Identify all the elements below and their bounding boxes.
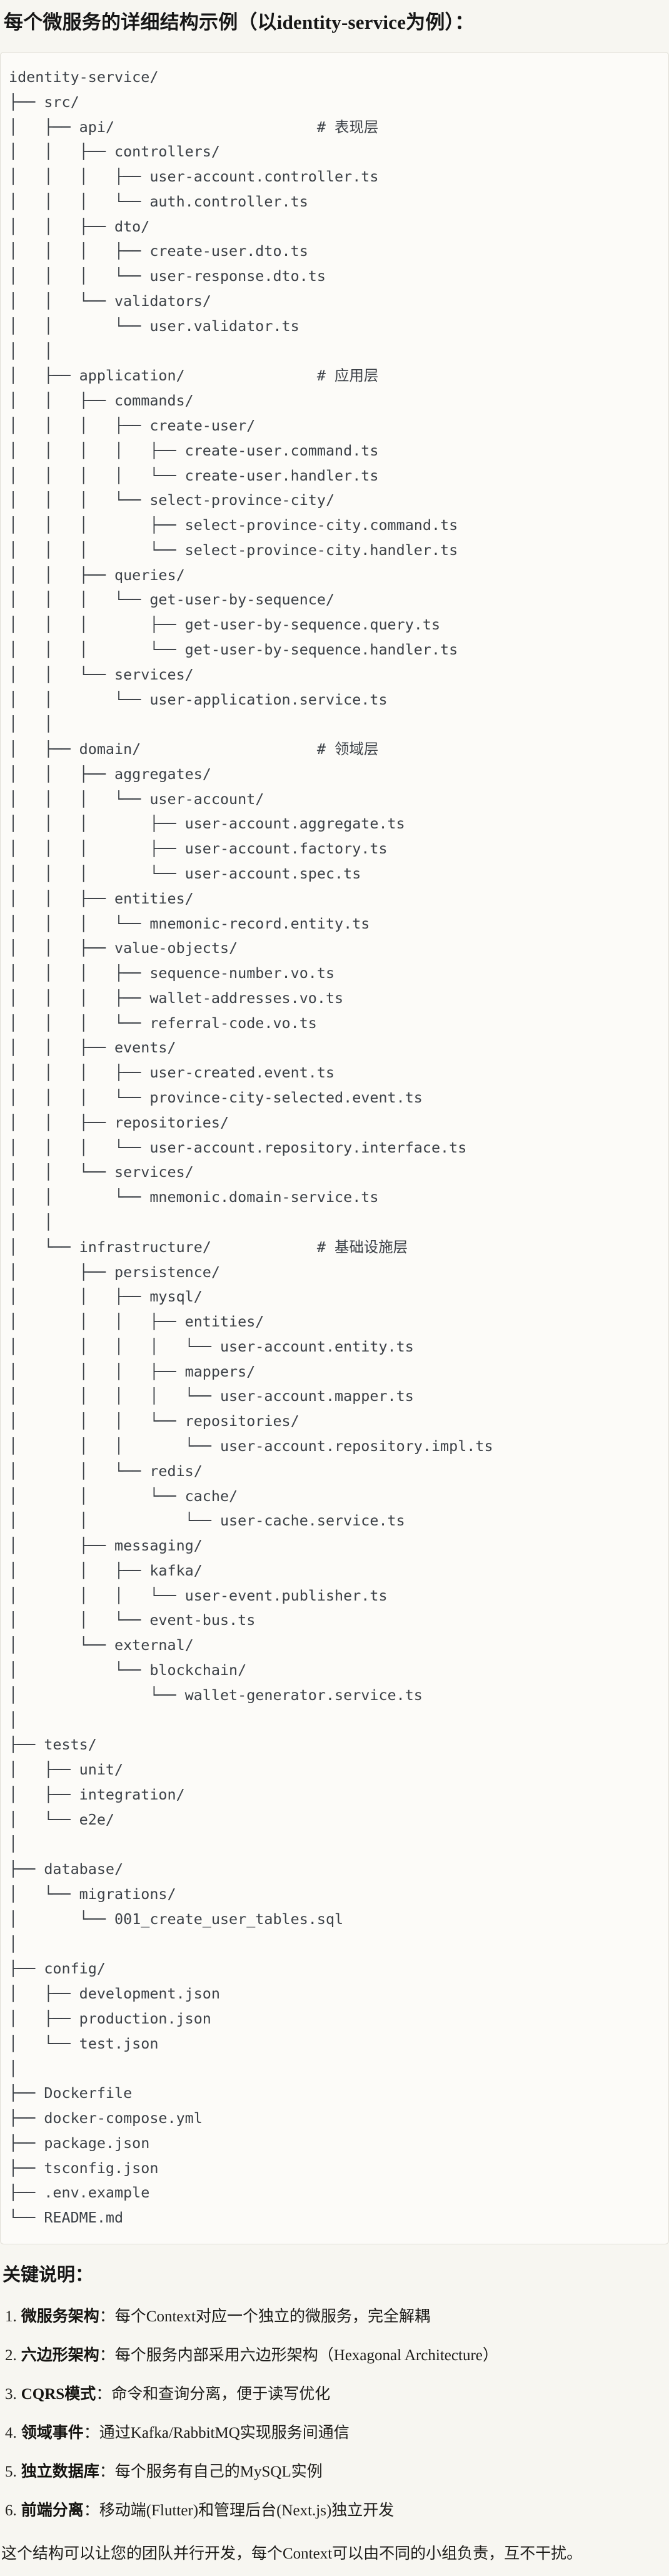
note-colon: ： <box>96 2385 112 2403</box>
note-number: 5. <box>5 2463 17 2480</box>
note-number: 4. <box>5 2424 17 2441</box>
note-item-independent-db: 5.独立数据库：每个服务有自己的MySQL实例 <box>0 2461 669 2483</box>
note-colon: ： <box>99 2308 115 2325</box>
note-colon: ： <box>83 2424 99 2441</box>
note-number: 3. <box>5 2385 17 2403</box>
note-term: 微服务架构 <box>21 2308 99 2325</box>
note-text: 每个服务有自己的MySQL实例 <box>114 2463 323 2480</box>
note-term: 前端分离 <box>21 2502 84 2519</box>
note-item-cqrs: 3.CQRS模式：命令和查询分离，便于读写优化 <box>0 2383 669 2405</box>
page-title: 每个微服务的详细结构示例（以identity-service为例）： <box>4 11 475 33</box>
note-colon: ： <box>99 2346 115 2364</box>
note-text: 每个Context对应一个独立的微服务，完全解耦 <box>114 2308 430 2325</box>
note-term: 六边形架构 <box>21 2346 99 2364</box>
code-block: identity-service/ ├── src/ │ ├── api/ # … <box>0 52 669 2244</box>
note-text: 每个服务内部采用六边形架构（Hexagonal Architecture） <box>114 2346 498 2364</box>
note-item-microservices: 1.微服务架构：每个Context对应一个独立的微服务，完全解耦 <box>0 2306 669 2328</box>
note-text: 移动端(Flutter)和管理后台(Next.js)独立开发 <box>99 2502 395 2519</box>
note-item-frontend-separation: 6.前端分离：移动端(Flutter)和管理后台(Next.js)独立开发 <box>0 2500 669 2522</box>
note-colon: ： <box>99 2463 115 2480</box>
notes-list: 1.微服务架构：每个Context对应一个独立的微服务，完全解耦 2.六边形架构… <box>0 2306 669 2522</box>
note-text: 命令和查询分离，便于读写优化 <box>111 2385 331 2403</box>
note-term: CQRS模式 <box>21 2385 96 2403</box>
note-term: 独立数据库 <box>21 2463 99 2480</box>
note-item-domain-events: 4.领域事件：通过Kafka/RabbitMQ实现服务间通信 <box>0 2422 669 2444</box>
note-item-hexagonal: 2.六边形架构：每个服务内部采用六边形架构（Hexagonal Architec… <box>0 2344 669 2366</box>
note-term: 领域事件 <box>21 2424 84 2441</box>
note-text: 通过Kafka/RabbitMQ实现服务间通信 <box>99 2424 350 2441</box>
note-number: 6. <box>5 2502 17 2519</box>
note-number: 1. <box>5 2308 17 2325</box>
notes-heading: 关键说明： <box>3 2264 94 2285</box>
note-colon: ： <box>83 2502 99 2519</box>
note-number: 2. <box>5 2346 17 2364</box>
closing-paragraph: 这个结构可以让您的团队并行开发，每个Context可以由不同的小组负责，互不干扰… <box>1 2545 583 2562</box>
file-tree: identity-service/ ├── src/ │ ├── api/ # … <box>9 68 493 2227</box>
